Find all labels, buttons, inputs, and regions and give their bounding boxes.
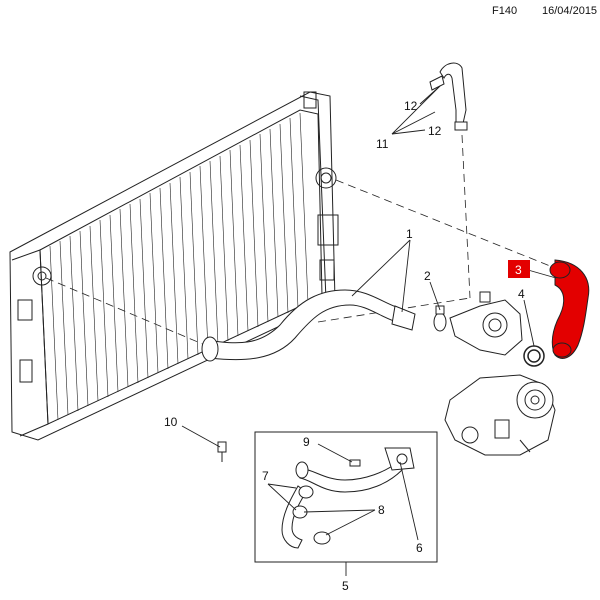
callout-2: 2 [424,269,431,283]
callout-12-lower: 12 [428,124,442,138]
lower-radiator-hose [201,289,416,362]
page-date: 16/04/2015 [542,5,598,17]
callout-8: 8 [378,503,385,517]
upper-hose-highlighted [549,259,590,359]
callout-7: 7 [262,469,269,483]
bolt-10 [217,441,227,462]
callout-4: 4 [518,287,525,301]
page-code: F140 [492,5,518,17]
radiator [9,91,339,441]
water-pump [444,374,556,456]
callout-3-badge [508,260,530,278]
callout-1: 1 [406,227,413,241]
callout-12-upper: 12 [404,99,418,113]
thermostat-housing [449,291,523,356]
callout-10: 10 [164,415,178,429]
coolant-pipe [281,447,415,549]
callout-3: 3 [515,263,522,277]
callout-6: 6 [416,541,423,555]
callout-5: 5 [342,579,349,593]
alignment-lines [45,134,556,346]
bleed-hose [429,62,468,131]
o-ring-4 [523,345,545,367]
leader-lines [181,85,557,576]
callout-9: 9 [303,435,310,449]
callout-11: 11 [376,137,389,151]
